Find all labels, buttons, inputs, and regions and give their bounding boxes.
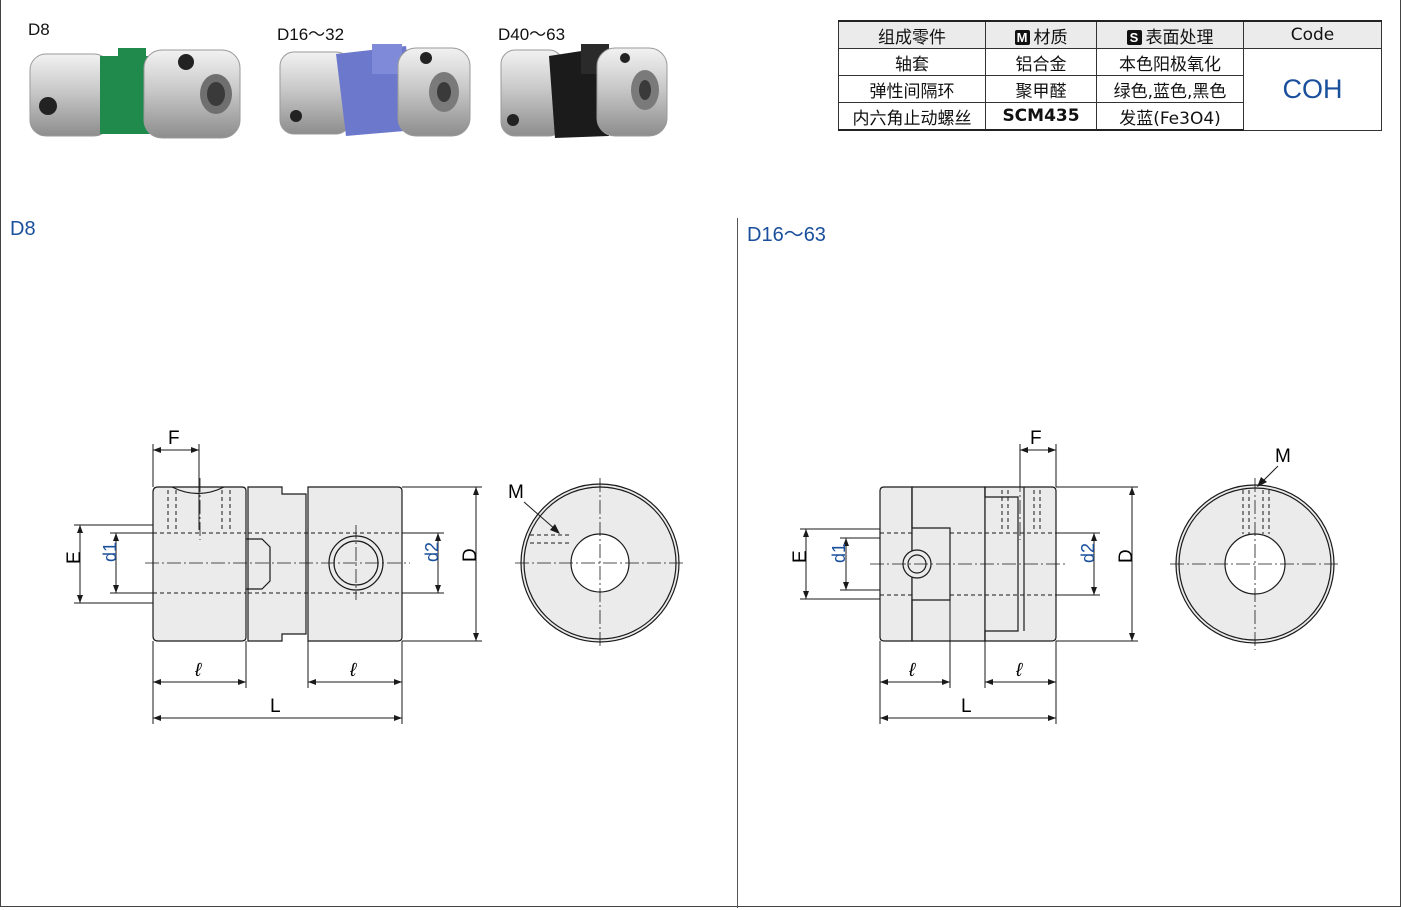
row-surface: 本色阳极氧化 [1096,48,1244,76]
dim-label-d1: d1 [829,543,849,563]
coupling-photo-d8 [29,48,241,139]
drawing-d8: F E d1 D d2 D ℓ ℓ L M [64,428,686,724]
row-surface: 发蓝(Fe3O4) [1096,102,1244,131]
surface-tag-icon: S [1126,29,1142,45]
dim-label-m: M [508,482,524,503]
dim-label-d1: d1 [100,542,120,562]
dim-label-e: E [64,551,85,564]
section-title-d16-63: D16～63 [747,224,826,246]
dim-label-f: F [168,428,180,449]
spacer-ring [247,486,307,642]
table-row: 轴套 铝合金 本色阳极氧化 COH [838,48,1382,131]
jaw-right [984,487,1019,641]
material-tag-icon: M [1014,29,1030,45]
code-value: COH [1243,48,1382,131]
row-material: 聚甲醛 [985,75,1097,103]
dim-label-l: ℓ [194,660,202,681]
jaw-notch [246,538,271,590]
dim-label-d2: d2 [422,542,442,562]
row-part: 弹性间隔环 [838,75,986,103]
photo-label-d40-63: D40～63 [498,25,566,44]
coupling-photo-d16-32 [279,44,471,137]
header-code: Code [1243,20,1382,49]
dim-label-l: ℓ [349,660,357,681]
row-material: SCM435 [985,102,1097,131]
photo-label-d16-32: D16～32 [277,25,345,44]
table-row: 弹性间隔环 聚甲醛 绿色,蓝色,黑色 [838,75,1382,103]
dim-label-total-l: L [270,696,281,717]
coupling-photo-d40-63 [500,44,668,138]
dim-label-f: F [1030,428,1042,449]
row-part: 内六角止动螺丝 [838,102,986,131]
row-surface: 绿色,蓝色,黑色 [1096,75,1244,103]
table-row: 内六角止动螺丝 SCM435 发蓝(Fe3O4) [838,102,1382,131]
dim-label-l: ℓ [908,660,916,681]
photo-label-d8: D8 [28,20,50,39]
dim-label-d: D [1116,549,1137,563]
dim-label-l: ℓ [1015,660,1023,681]
drawing-d16-63: F E d1 d2 D ℓ ℓ L M [790,428,1341,724]
section-divider [737,218,738,908]
row-part: 轴套 [838,48,986,76]
dim-label-e: E [790,550,811,563]
header-part: 组成零件 [838,20,986,49]
dim-label-m: M [1275,446,1291,467]
section-title-d8: D8 [10,218,36,240]
row-material: 铝合金 [985,48,1097,76]
dim-label-total-l: L [961,696,972,717]
dim-label-d2: d2 [1078,543,1098,563]
dim-label-d: D [460,548,481,562]
